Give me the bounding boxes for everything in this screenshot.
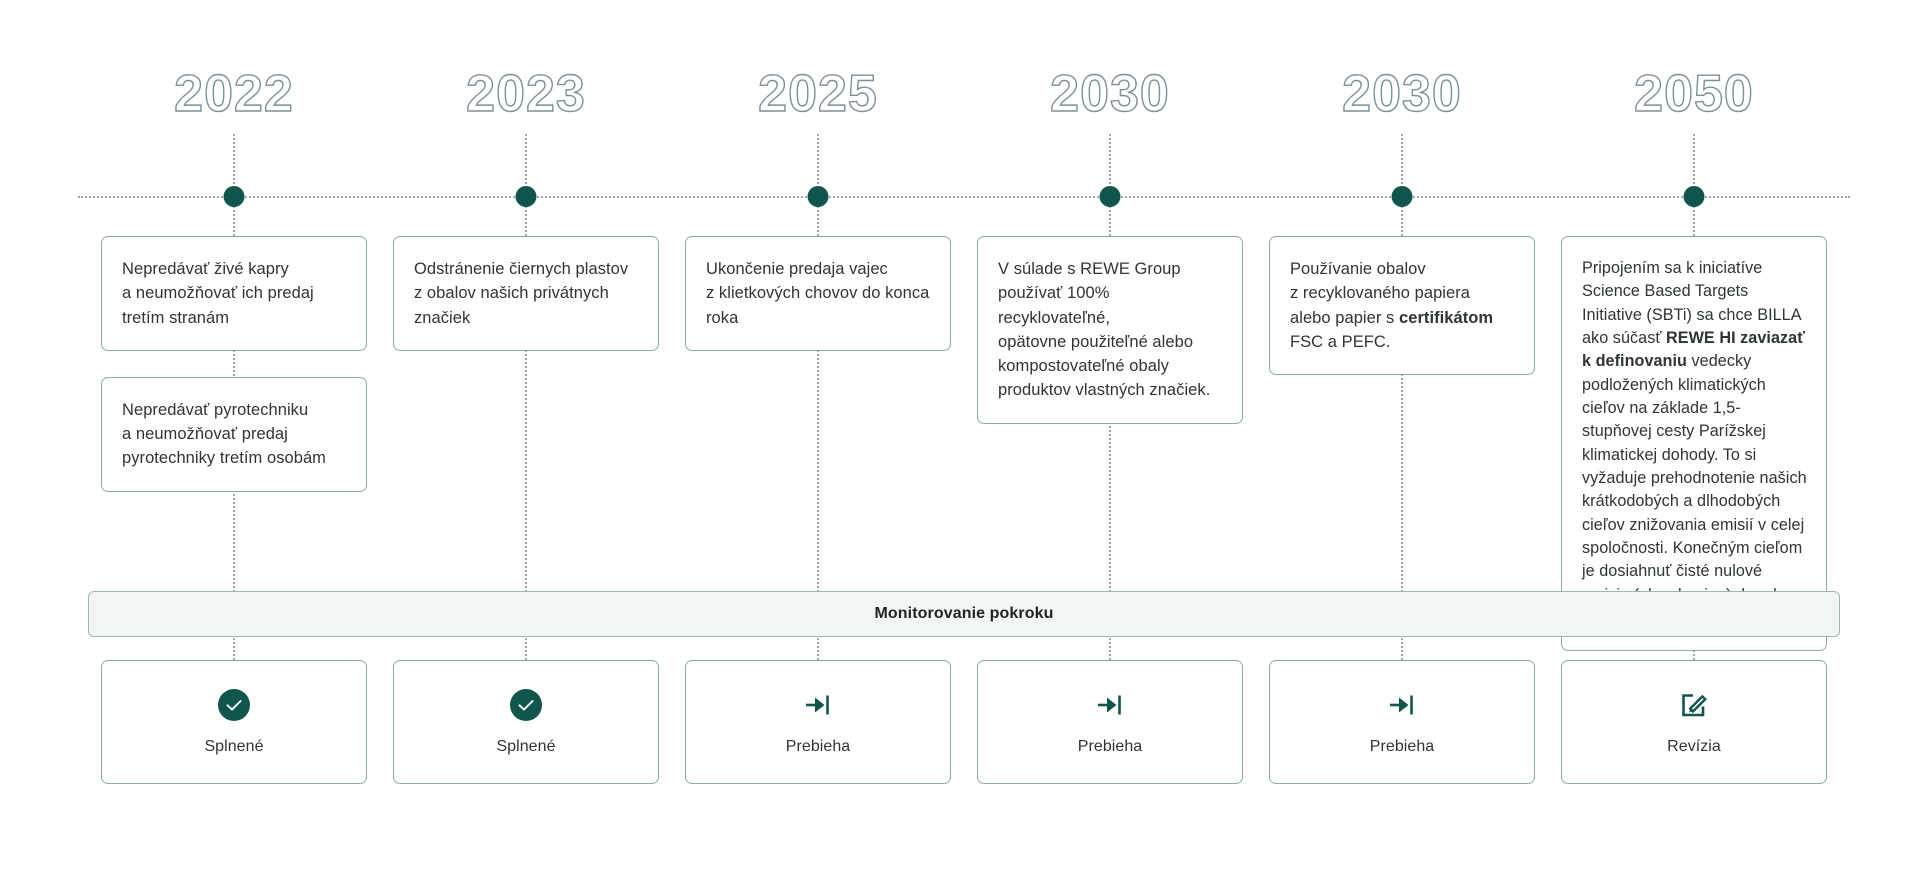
node-dot-2050[interactable]: [1683, 186, 1705, 207]
status-label: Splnené: [496, 738, 556, 755]
timeline-column-2050: Pripojením sa k iniciatíve Science Based…: [1548, 236, 1840, 677]
status-card-2030-b[interactable]: Prebieha: [1269, 660, 1535, 784]
check-circle-icon: [509, 688, 543, 722]
status-label: Splnené: [204, 738, 264, 755]
status-label: Revízia: [1667, 738, 1721, 755]
status-cell: Revízia: [1548, 660, 1840, 784]
monitoring-progress-bar: Monitorovanie pokroku: [88, 591, 1840, 637]
status-cell: Splnené: [88, 660, 380, 784]
status-label: Prebieha: [1077, 738, 1143, 755]
year-label-2030-a: 2030: [1049, 64, 1170, 123]
node-dot-cell: [964, 186, 1256, 208]
skip-to-end-icon: [801, 688, 835, 722]
year-cell: 2025: [672, 62, 964, 134]
goal-card[interactable]: Pripojením sa k iniciatíve Science Based…: [1561, 236, 1827, 652]
status-cell: Prebieha: [1256, 660, 1548, 784]
year-label-2023: 2023: [465, 64, 586, 123]
status-card-2050[interactable]: Revízia: [1561, 660, 1827, 784]
year-cell: 2022: [88, 62, 380, 134]
year-label-2022: 2022: [173, 64, 294, 123]
skip-to-end-icon: [1385, 688, 1419, 722]
status-cell: Splnené: [380, 660, 672, 784]
skip-to-end-icon: [1093, 688, 1127, 722]
node-dot-2030-a[interactable]: [1099, 186, 1121, 207]
monitoring-progress-label: Monitorovanie pokroku: [874, 605, 1054, 622]
year-row: 2022 2023 2025 2030 2030 2050: [88, 62, 1840, 134]
year-label-2050: 2050: [1633, 64, 1754, 123]
node-dot-2030-b[interactable]: [1391, 186, 1413, 207]
status-card-2022[interactable]: Splnené: [101, 660, 367, 784]
node-dot-cell: [1256, 186, 1548, 208]
status-row: Splnené Splnené: [88, 660, 1840, 784]
status-card-2030-a[interactable]: Prebieha: [977, 660, 1243, 784]
status-cell: Prebieha: [672, 660, 964, 784]
node-dot-cell: [380, 186, 672, 208]
year-cell: 2030: [1256, 62, 1548, 134]
node-dot-2022[interactable]: [223, 186, 245, 207]
goal-text: Pripojením sa k iniciatíve Science Based…: [1582, 259, 1807, 627]
year-cell: 2030: [964, 62, 1256, 134]
timeline-axis: [78, 196, 1850, 198]
status-label: Prebieha: [785, 738, 851, 755]
year-label-2030-b: 2030: [1341, 64, 1462, 123]
status-card-2025[interactable]: Prebieha: [685, 660, 951, 784]
status-label: Prebieha: [1369, 738, 1435, 755]
year-cell: 2023: [380, 62, 672, 134]
status-card-2023[interactable]: Splnené: [393, 660, 659, 784]
node-dot-cell: [1548, 186, 1840, 208]
year-label-2025: 2025: [757, 64, 878, 123]
check-circle-icon: [217, 688, 251, 722]
node-dot-cell: [672, 186, 964, 208]
edit-square-icon: [1677, 688, 1711, 722]
status-cell: Prebieha: [964, 660, 1256, 784]
node-dot-2025[interactable]: [807, 186, 829, 207]
node-dot-2023[interactable]: [515, 186, 537, 207]
timeline-node-dots: [88, 186, 1840, 208]
year-cell: 2050: [1548, 62, 1840, 134]
node-dot-cell: [88, 186, 380, 208]
